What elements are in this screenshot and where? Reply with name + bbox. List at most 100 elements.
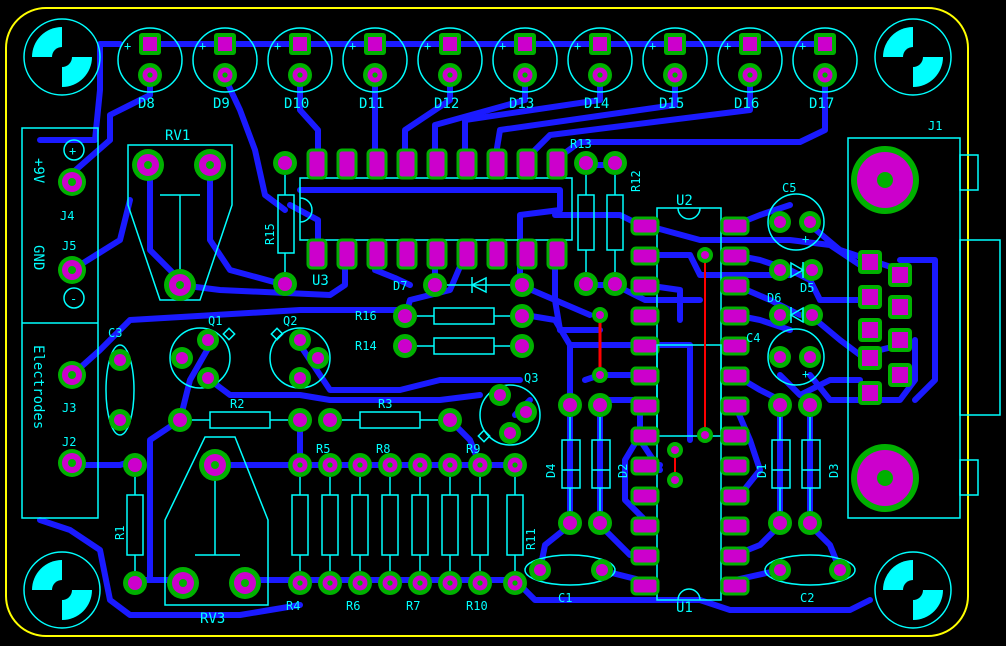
j2-pad: J2: [58, 435, 86, 477]
plus9v-label: +9V: [30, 158, 46, 184]
led-plus-mark: +: [724, 39, 731, 53]
board-outline: [5, 7, 969, 637]
led-label: D9: [213, 96, 230, 112]
led-label: D12: [434, 96, 459, 112]
rv3-trimmer: RV3: [164, 436, 269, 627]
j4-pad: J4: [58, 168, 86, 223]
u3-ic: U3: [299, 148, 573, 289]
u1-pin: [630, 426, 660, 446]
led-label: D8: [138, 96, 155, 112]
u2-pin: [720, 336, 750, 356]
c4-label: C4: [746, 331, 760, 345]
bank-pad: [408, 453, 432, 477]
u1-pin: [630, 486, 660, 506]
connector-block: +9V GND Electrodes + -: [21, 127, 99, 519]
u2-pin: [630, 246, 660, 266]
led-pad: [138, 63, 162, 87]
svg-text:J5: J5: [62, 239, 76, 253]
led-pad: [813, 63, 837, 87]
r1-resistor: R1: [113, 453, 147, 595]
led-pad: [738, 63, 762, 87]
bank-pad: [348, 453, 372, 477]
d7-label: D7: [393, 279, 407, 293]
r16-resistor: R16: [355, 304, 534, 328]
svg-text:R4: R4: [286, 599, 300, 613]
u2-pin: [720, 246, 750, 266]
u3-pin: [456, 238, 478, 270]
d4-label: D4: [544, 464, 558, 478]
q2-transistor: Q2: [269, 314, 331, 389]
u1-pin: [720, 576, 750, 596]
led-plus-mark: +: [199, 39, 206, 53]
led-d13: +D13: [492, 27, 558, 112]
jumper-wires: [592, 247, 713, 488]
rv3-label: RV3: [200, 611, 225, 627]
svg-text:J3: J3: [62, 401, 76, 415]
u3-pin: [426, 238, 448, 270]
u3-pin: [516, 148, 538, 180]
u3-pin: [516, 238, 538, 270]
q3-label: Q3: [524, 371, 538, 385]
bank-pad: [503, 571, 527, 595]
d6-diode: D6: [767, 291, 823, 326]
r13-label: R13: [570, 137, 592, 151]
c3-capacitor: C3: [105, 326, 135, 436]
bank-resistor: [378, 453, 402, 595]
led-plus-mark: +: [799, 39, 806, 53]
led-label: D17: [809, 96, 834, 112]
mounting-hole-br: [874, 551, 952, 629]
led-plus-mark: +: [274, 39, 281, 53]
u3-pin: [546, 148, 568, 180]
d6-label: D6: [767, 291, 781, 305]
d4-diode: D4: [544, 393, 582, 535]
bank-pad: [438, 571, 462, 595]
u3-label: U3: [312, 273, 329, 289]
r2-label: R2: [230, 397, 244, 411]
r15-resistor: R15: [263, 151, 297, 296]
q1-label: Q1: [208, 314, 222, 328]
led-plus-mark: +: [499, 39, 506, 53]
r15-label: R15: [263, 223, 277, 245]
led-pad: [663, 63, 687, 87]
mounting-hole-tl: [23, 18, 101, 96]
u2-pin: [630, 306, 660, 326]
d7-diode: D7: [393, 273, 534, 297]
d3-label: D3: [827, 464, 841, 478]
c5-capacitor: + C5: [767, 181, 825, 251]
u1-label: U1: [676, 600, 693, 616]
electrodes-label: Electrodes: [30, 345, 46, 429]
rv1-trimmer: RV1: [127, 128, 233, 301]
u3-pin: [306, 148, 328, 180]
r13-resistor: R13: [570, 137, 598, 296]
led-label: D10: [284, 96, 309, 112]
led-pad: [288, 63, 312, 87]
u1-pin: [720, 546, 750, 566]
gnd-label: GND: [30, 245, 46, 270]
bank-resistor: R7: [406, 453, 432, 613]
r1-label: R1: [113, 526, 127, 540]
u3-pin: [366, 238, 388, 270]
j1-label: J1: [928, 119, 942, 133]
minus-mark: -: [70, 292, 77, 306]
led-label: D15: [659, 96, 684, 112]
svg-text:R8: R8: [376, 442, 390, 456]
r2-resistor: R2: [168, 397, 312, 432]
u1-pin: [630, 366, 660, 386]
c2-capacitor: C2: [764, 554, 856, 605]
r16-label: R16: [355, 309, 377, 323]
c5-label: C5: [782, 181, 796, 195]
led-plus-mark: +: [649, 39, 656, 53]
bank-pad: [468, 571, 492, 595]
led-d17: + D17: [792, 27, 858, 112]
u3-pin: [456, 148, 478, 180]
svg-text:R5: R5: [316, 442, 330, 456]
bank-pad: [468, 453, 492, 477]
d1-label: D1: [755, 464, 769, 478]
u3-pin: [306, 238, 328, 270]
bank-pad: [408, 571, 432, 595]
bank-pad: [503, 453, 527, 477]
plus-mark: +: [69, 144, 76, 158]
